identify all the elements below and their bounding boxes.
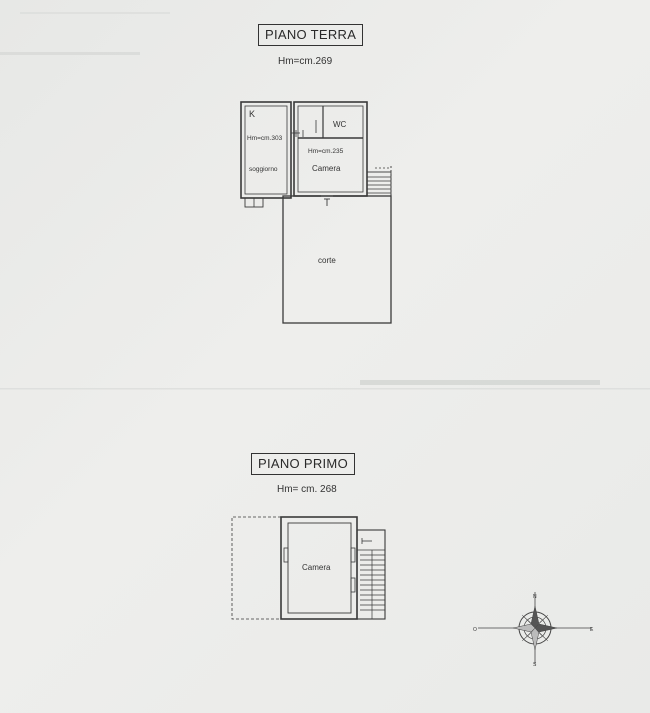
compass-north-label: N <box>533 594 537 600</box>
first-floor-bedroom-label: Camera <box>302 563 331 572</box>
living-room-label: soggiorno <box>249 166 278 173</box>
wc-label: WC <box>333 120 347 129</box>
compass-east-label: E <box>590 627 594 633</box>
ground-floor-height: Hm=cm.269 <box>278 56 333 67</box>
first-floor-title: PIANO PRIMO <box>251 453 355 475</box>
compass-rose-icon <box>478 592 592 664</box>
bedroom-label: Camera <box>312 164 341 173</box>
compass-south-label: S <box>533 662 537 668</box>
first-floor-plan <box>231 516 386 620</box>
compass-west-label: O <box>473 627 477 633</box>
kitchen-label: K <box>249 109 255 119</box>
bedroom-height-label: Hm=cm.235 <box>308 148 344 155</box>
ground-floor-plan <box>240 101 392 324</box>
courtyard-label: corte <box>318 256 336 265</box>
living-height-label: Hm=cm.303 <box>247 135 283 142</box>
ground-floor-title: PIANO TERRA <box>258 24 364 46</box>
first-floor-height: Hm= cm. 268 <box>277 484 337 495</box>
